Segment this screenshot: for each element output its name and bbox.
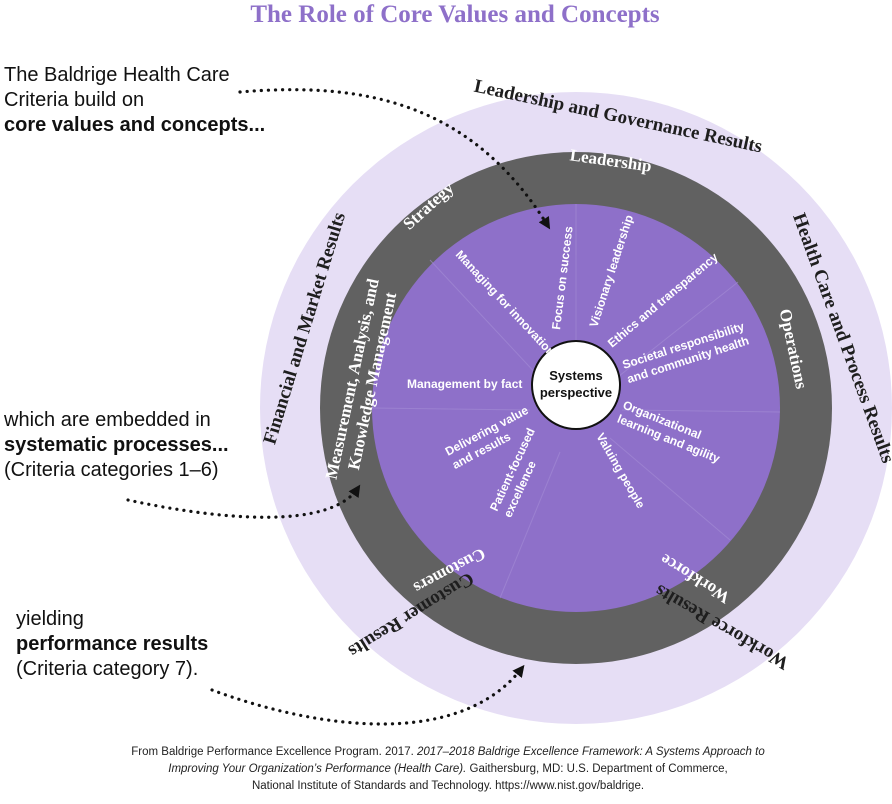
source-part1: From Baldrige Performance Excellence Pro…: [131, 746, 414, 758]
arrow-to-core-values: [238, 88, 551, 230]
center-circle: [531, 340, 621, 430]
core-value-management-by-fact: Management by fact: [407, 377, 522, 391]
source-citation: From Baldrige Performance Excellence Pro…: [98, 744, 798, 795]
arrow-to-processes: [126, 484, 361, 519]
inner-dividers: [371, 204, 781, 599]
center-label-line2: perspective: [540, 385, 612, 400]
center-label-line1: Systems: [549, 368, 602, 383]
source-part2: Gaithersburg, MD: U.S. Department of Com…: [469, 763, 728, 775]
source-italic2: Improving Your Organization’s Performanc…: [168, 763, 467, 775]
source-part3: National Institute of Standards and Tech…: [251, 780, 645, 792]
arrow-to-results: [210, 664, 525, 726]
note-core-values: The Baldrige Health Care Criteria build …: [4, 64, 265, 136]
source-italic1: 2017–2018 Baldrige Excellence Framework:…: [416, 746, 765, 758]
page-title: The Role of Core Values and Concepts: [250, 1, 660, 28]
note-systematic-processes: which are embedded in systematic process…: [3, 409, 234, 481]
note-performance-results: yielding performance results (Criteria c…: [16, 608, 214, 680]
